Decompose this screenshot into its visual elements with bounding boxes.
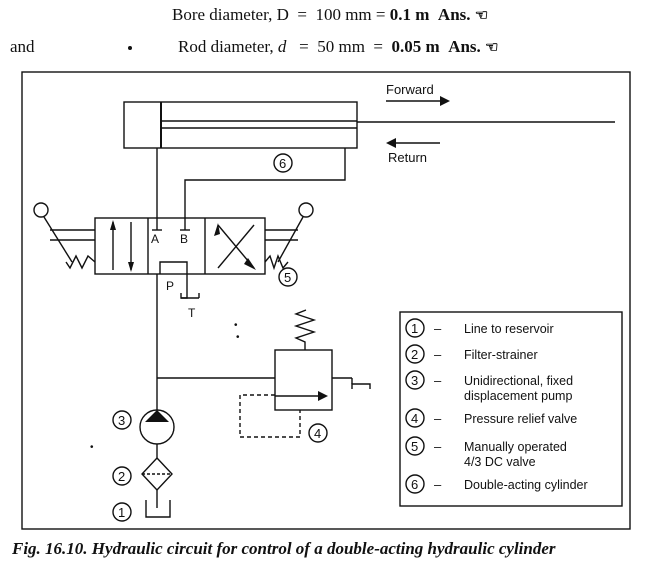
legend-text: Manually operated [464,440,567,454]
pointing-hand-icon: ☜ [485,40,499,56]
rod-diameter-line: Rod diameter, d = 50 mm = 0.05 m Ans. ☜ [178,37,499,57]
reservoir-icon [145,500,171,518]
port-b-label: B [180,232,188,246]
filter-strainer-icon [141,456,173,508]
answer-label: Ans. [437,5,471,24]
legend-text: Pressure relief valve [464,412,577,426]
callout-1: 1 [118,505,125,520]
legend-number: 5 [411,439,418,454]
legend-item: 2 – Filter-strainer [405,344,538,364]
port-t-label: T [188,306,196,320]
legend-text: Double-acting cylinder [464,478,588,492]
bore-value: 100 mm [315,5,372,24]
right-hand-lever [265,202,314,263]
legend-dash: – [434,321,442,336]
rod-value: 50 mm [317,37,365,56]
legend-dash: – [434,411,442,426]
equals-sign: = [375,5,386,24]
legend-number-circle [405,474,425,494]
equals-sign: = [299,37,309,56]
left-hand-lever [33,202,95,263]
pump-icon [139,409,175,458]
callout-2: 2 [118,469,125,484]
stray-mark: • [236,332,240,343]
equals-sign: = [373,37,384,56]
legend-number-circle [405,408,425,428]
legend-text: Filter-strainer [464,348,538,362]
legend-dash: – [434,477,442,492]
legend-text: Line to reservoir [464,322,554,336]
bore-diameter-line: Bore diameter, D = 100 mm = 0.1 m Ans. ☜ [172,5,488,25]
line-b [184,148,346,218]
port-a-label: A [151,232,159,246]
stray-dot [128,46,132,50]
forward-label: Forward [386,82,434,97]
rod-symbol: d [277,37,287,56]
tank-line-t [180,274,188,299]
port-p-label: P [166,279,174,293]
dc-valve-4-3 [94,217,266,275]
rod-label: Rod diameter, [178,37,278,56]
callout-3: 3 [118,413,125,428]
legend-number-circle [405,344,425,364]
figure-caption: Fig. 16.10. Hydraulic circuit for contro… [12,539,556,558]
legend-number-circle [405,318,425,338]
legend-number-circle [405,436,425,456]
legend-text: Unidirectional, fixed [464,374,573,388]
legend-number: 2 [411,347,418,362]
legend-item: 4 – Pressure relief valve [405,408,577,428]
legend-number: 1 [411,321,418,336]
stray-mark: • [234,320,238,331]
legend-number: 3 [411,373,418,388]
legend-number-circle [405,370,425,390]
legend-text: displacement pump [464,389,572,403]
forward-arrow [386,96,450,106]
legend-box: 1 – Line to reservoir 2 – Filter-strainer 3 – Un… [399,311,623,507]
return-label: Return [388,150,427,165]
legend-text: 4/3 DC valve [464,455,536,469]
legend-item: 6 – Double-acting cylinder [405,474,588,494]
legend-number: 4 [411,411,418,426]
legend-number: 6 [411,477,418,492]
callout-5: 5 [284,270,291,285]
legend-item: 1 – Line to reservoir [405,318,554,338]
bore-label: Bore diameter, D [172,5,289,24]
figure-frame [21,71,631,530]
double-acting-cylinder [123,101,615,149]
return-arrow [386,138,440,148]
stray-mark: • [90,442,94,453]
bore-result: 0.1 m [389,5,430,24]
pressure-relief-valve [239,309,371,438]
equals-sign: = [297,5,307,24]
left-spring-icon [65,254,96,270]
legend-dash: – [434,373,442,388]
pointing-hand-icon: ☜ [474,8,489,24]
rod-result: 0.05 m [391,37,440,56]
and-word: and [10,37,35,56]
answer-label: Ans. [448,37,481,56]
legend-dash: – [434,439,442,454]
right-spring-icon [264,254,289,271]
callout-6: 6 [279,156,286,171]
legend-dash: – [434,347,442,362]
callout-4: 4 [314,426,321,441]
